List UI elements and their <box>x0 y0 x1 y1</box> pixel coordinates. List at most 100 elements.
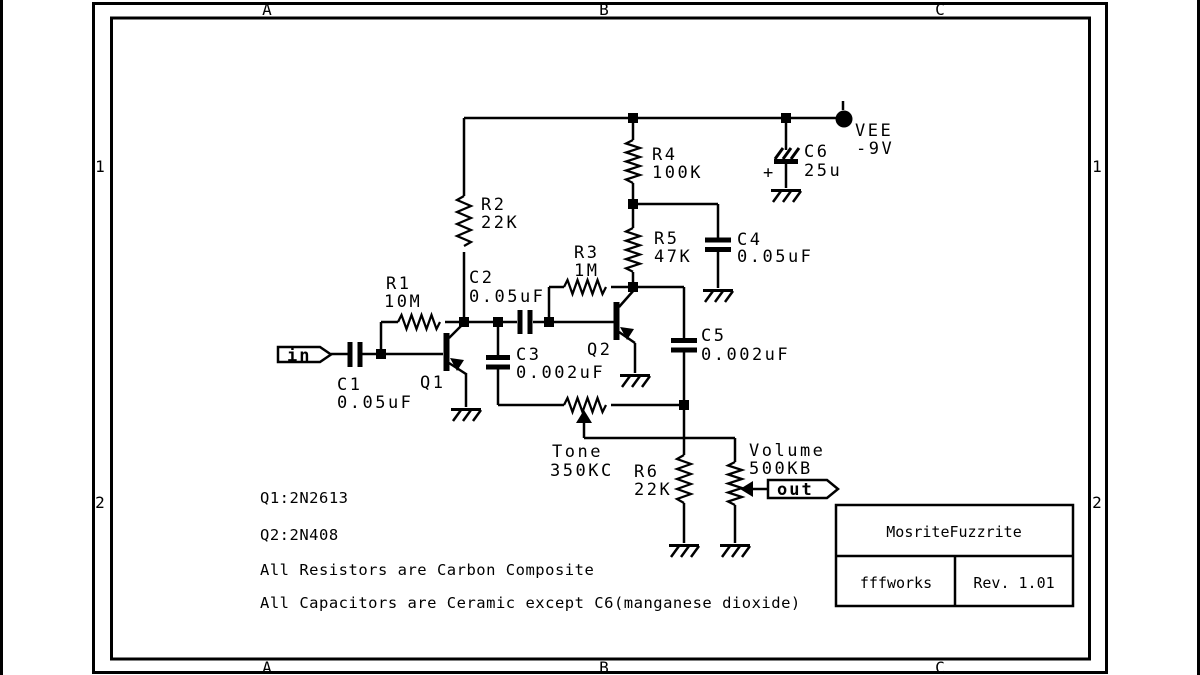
junction-dot <box>493 317 503 327</box>
q1-pnp-arrow <box>450 358 464 371</box>
note-q1-type: Q1:2N2613 <box>260 489 349 507</box>
c1-ref-label: C1 <box>337 375 362 395</box>
ground-q1 <box>449 408 483 423</box>
junction-dot <box>781 113 791 123</box>
grid-label-bottom-b: B <box>599 658 609 675</box>
note-resistors: All Resistors are Carbon Composite <box>260 561 594 579</box>
grid-label-top-b: B <box>599 0 609 19</box>
resistor-r4 <box>622 138 644 185</box>
resistor-r2 <box>454 195 474 247</box>
capacitor-c3 <box>486 355 510 370</box>
junction-dot <box>628 113 638 123</box>
r4-ref-label: R4 <box>652 145 677 165</box>
junction-dot <box>679 400 689 410</box>
note-q2-type: Q2:2N408 <box>260 526 339 544</box>
q2-ref-label: Q2 <box>587 340 612 360</box>
vee-voltage-label: -9V <box>856 139 894 159</box>
output-port-tag: out <box>766 478 840 500</box>
c2-ref-label: C2 <box>469 268 494 288</box>
resistor-r3 <box>562 276 608 298</box>
r6-value-label: 22K <box>634 480 672 500</box>
component-labels: R1 10M R2 22K R3 1M R4 100K R5 47K R6 22… <box>337 142 842 500</box>
r5-ref-label: R5 <box>654 229 679 249</box>
vee-terminal <box>835 110 853 128</box>
potentiometer-tone <box>562 394 608 416</box>
volume-value-label: 500KB <box>749 459 813 479</box>
junction-dots <box>376 113 791 410</box>
title-block-title: MosriteFuzzrite <box>886 523 1021 541</box>
c6-ref-label: C6 <box>804 142 829 162</box>
grid-label-right-1: 1 <box>1092 157 1102 176</box>
junction-dot <box>544 317 554 327</box>
c4-value-label: 0.05uF <box>737 247 813 267</box>
title-block: MosriteFuzzrite fffworks Rev. 1.01 <box>834 503 1075 608</box>
c6-value-label: 25u <box>804 161 842 181</box>
c5-ref-label: C5 <box>701 326 726 346</box>
screen-left-edge <box>0 0 3 675</box>
ground-c4 <box>701 289 735 304</box>
c5-value-label: 0.002uF <box>701 345 790 365</box>
capacitor-c6-electrolytic <box>773 147 801 164</box>
c6-polarity-label: + <box>763 163 776 183</box>
r6-ref-label: R6 <box>634 462 659 482</box>
r1-value-label: 10M <box>384 292 422 312</box>
resistors <box>396 138 753 507</box>
c1-value-label: 0.05uF <box>337 393 413 413</box>
grid-label-right-2: 2 <box>1092 493 1102 512</box>
transistor-q2 <box>613 289 636 345</box>
capacitor-c5 <box>671 338 697 353</box>
grid-label-top-a: A <box>262 0 272 19</box>
grid-labels: A B C A B C 1 2 1 2 <box>95 0 1102 675</box>
in-port-label: in <box>287 346 311 366</box>
wires <box>331 101 845 543</box>
grid-label-bottom-a: A <box>262 658 272 675</box>
ground-volume <box>718 544 752 559</box>
junction-dot <box>628 199 638 209</box>
out-tag-outline <box>766 478 840 500</box>
grid-label-top-c: C <box>935 0 945 19</box>
grid-label-left-1: 1 <box>95 157 105 176</box>
c4-ref-label: C4 <box>737 230 762 250</box>
ground-r6 <box>667 544 701 559</box>
junction-dot <box>628 282 638 292</box>
q2-pnp-arrow <box>620 327 634 340</box>
out-port-label: out <box>777 480 814 500</box>
grid-label-bottom-c: C <box>935 658 945 675</box>
c3-ref-label: C3 <box>516 345 541 365</box>
capacitor-c2 <box>517 310 533 334</box>
tone-value-label: 350KC <box>550 461 614 481</box>
capacitor-c4 <box>705 237 731 252</box>
potentiometer-volume <box>724 460 746 507</box>
junction-dot <box>459 317 469 327</box>
r3-ref-label: R3 <box>574 243 599 263</box>
c2-value-label: 0.05uF <box>469 287 545 307</box>
r5-value-label: 47K <box>654 247 692 267</box>
notes: Q1:2N2613 Q2:2N408 All Resistors are Car… <box>260 489 801 612</box>
r2-value-label: 22K <box>481 213 519 233</box>
note-capacitors: All Capacitors are Ceramic except C6(man… <box>260 594 801 612</box>
grid-label-left-2: 2 <box>95 493 105 512</box>
volume-ref-label: Volume <box>749 441 825 461</box>
title-block-revision: Rev. 1.01 <box>973 574 1054 592</box>
r4-value-label: 100K <box>652 163 703 183</box>
resistor-r1 <box>396 311 442 333</box>
vee-net-label: VEE <box>855 121 893 141</box>
resistor-r5 <box>622 226 644 273</box>
tone-wiper-arrow <box>576 410 592 423</box>
ground-c6 <box>769 189 803 204</box>
resistor-r6 <box>673 454 695 504</box>
r1-ref-label: R1 <box>386 274 411 294</box>
q1-ref-label: Q1 <box>420 373 445 393</box>
r2-ref-label: R2 <box>481 195 506 215</box>
in-tag-outline <box>276 345 334 364</box>
ground-q2 <box>618 374 652 389</box>
inner-frame <box>110 16 1091 661</box>
junction-dot <box>376 349 386 359</box>
capacitor-c1 <box>347 342 363 367</box>
r3-value-label: 1M <box>574 261 599 281</box>
volume-wiper-arrow <box>740 481 753 497</box>
tone-ref-label: Tone <box>552 442 603 462</box>
input-port-tag: in <box>276 345 334 366</box>
